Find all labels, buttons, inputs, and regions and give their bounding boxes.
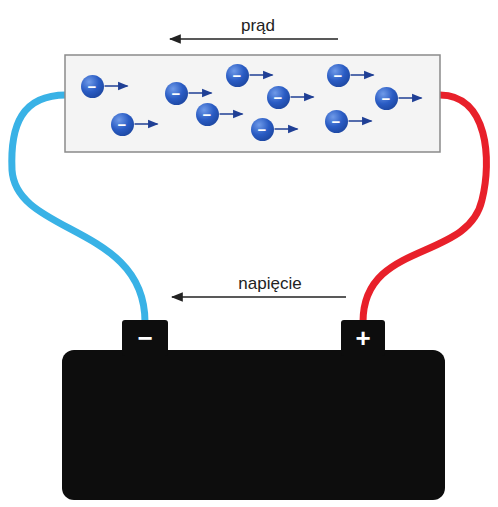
electron: − (251, 118, 274, 141)
sign: − (172, 86, 181, 101)
battery-terminal: + (341, 320, 385, 356)
voltage-arrow (172, 296, 346, 298)
electron: − (375, 87, 398, 110)
sign: − (88, 79, 97, 94)
motion-arrow (275, 128, 298, 130)
motion-arrow (291, 96, 314, 98)
sign: + (355, 325, 370, 351)
electron: − (325, 110, 348, 133)
motion-arrow (105, 85, 128, 87)
motion-arrow (399, 97, 422, 99)
motion-arrow (351, 74, 374, 76)
sign: − (203, 107, 212, 122)
sign: − (274, 90, 283, 105)
motion-arrow (349, 120, 372, 122)
electron: − (165, 82, 188, 105)
current-arrow (170, 38, 338, 40)
sign: − (118, 117, 127, 132)
voltage-label: napięcie (238, 275, 301, 292)
sign: − (332, 114, 341, 129)
electron: − (196, 103, 219, 126)
motion-arrow (220, 113, 243, 115)
electron: − (267, 86, 290, 109)
electron: − (111, 113, 134, 136)
motion-arrow (135, 123, 158, 125)
electron: − (327, 64, 350, 87)
sign: − (382, 91, 391, 106)
electron: − (81, 75, 104, 98)
motion-arrow (189, 92, 212, 94)
motion-arrow (250, 74, 273, 76)
sign: − (258, 122, 267, 137)
sign: − (137, 325, 152, 351)
sign: − (233, 68, 242, 83)
battery-terminal: − (122, 320, 168, 356)
conductor (65, 55, 440, 152)
current-label: prąd (241, 17, 275, 34)
battery-body (62, 350, 445, 500)
electron: − (226, 64, 249, 87)
sign: − (334, 68, 343, 83)
